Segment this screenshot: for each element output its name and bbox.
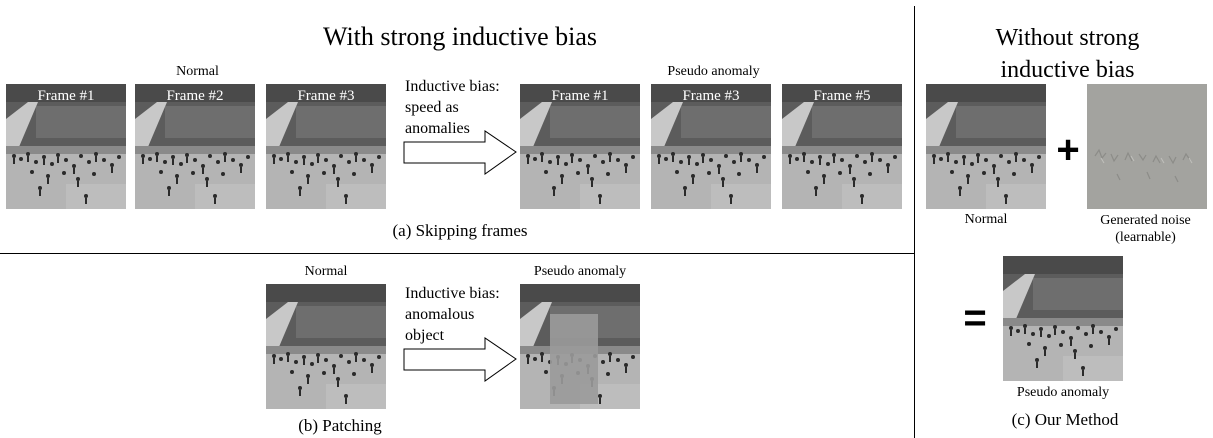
pseudo-frame-3: Frame #5 — [782, 84, 902, 209]
noise-line: Generated noise — [1100, 213, 1191, 228]
noise-frame — [1087, 84, 1207, 209]
crowd-image — [266, 284, 386, 409]
frame-label: Frame #1 — [37, 88, 95, 104]
frame-label: Frame #3 — [682, 88, 740, 104]
panel-c-normal-label: Normal — [964, 212, 1008, 227]
normal-frame-2: Frame #2 — [135, 84, 255, 209]
horizontal-divider — [0, 253, 914, 254]
noise-image — [1087, 84, 1207, 209]
panel-b-normal-label: Normal — [304, 264, 348, 279]
bias-line: Inductive bias: — [405, 285, 500, 302]
crowd-image — [1003, 256, 1123, 381]
pseudo-frame-1: Frame #1 — [520, 84, 640, 209]
frame-label: Frame #2 — [166, 88, 224, 104]
panel-c-noise-label: Generated noise (learnable) — [1078, 212, 1213, 246]
noise-line: (learnable) — [1115, 230, 1176, 245]
patching-normal-frame — [266, 284, 386, 409]
panel-a-normal-label: Normal — [176, 64, 219, 79]
title-line: inductive bias — [1000, 57, 1135, 83]
frame-label: Frame #3 — [297, 88, 355, 104]
normal-frame-1: Frame #1 — [6, 84, 126, 209]
normal-frame-3: Frame #3 — [266, 84, 386, 209]
plus-icon: + — [1056, 128, 1080, 172]
panel-c-title: Without strong inductive bias — [920, 22, 1213, 86]
panel-a-title: With strong inductive bias — [322, 22, 598, 51]
panel-b-caption: (b) Patching — [298, 416, 382, 435]
panel-c-pseudo-label: Pseudo anomaly — [1016, 385, 1110, 400]
title-line: Without strong — [995, 25, 1140, 51]
method-pseudo-frame — [1003, 256, 1123, 381]
panel-a-caption: (a) Skipping frames — [392, 221, 528, 240]
right-arrow-icon — [403, 130, 517, 175]
right-arrow-icon — [403, 337, 517, 382]
panel-b-pseudo-label: Pseudo anomaly — [533, 264, 627, 279]
panel-b-bias-text: Inductive bias: anomalous object — [405, 283, 500, 346]
bias-line: object — [405, 327, 445, 344]
bias-line: anomalies — [405, 120, 470, 137]
panel-c-caption: (c) Our Method — [1011, 410, 1119, 429]
bias-line: anomalous — [405, 306, 475, 323]
panel-a-pseudo-label: Pseudo anomaly — [667, 64, 760, 79]
patched-frame — [520, 284, 640, 409]
panel-a-bias-text: Inductive bias: speed as anomalies — [405, 76, 500, 139]
frame-label: Frame #5 — [813, 88, 871, 104]
pseudo-frame-2: Frame #3 — [651, 84, 771, 209]
bias-line: speed as — [405, 99, 459, 116]
anomaly-patch — [550, 314, 598, 404]
crowd-image — [926, 84, 1046, 209]
vertical-divider — [914, 6, 915, 438]
bias-line: Inductive bias: — [405, 78, 500, 95]
equals-icon: = — [963, 296, 987, 340]
method-normal-frame — [926, 84, 1046, 209]
frame-label: Frame #1 — [551, 88, 609, 104]
